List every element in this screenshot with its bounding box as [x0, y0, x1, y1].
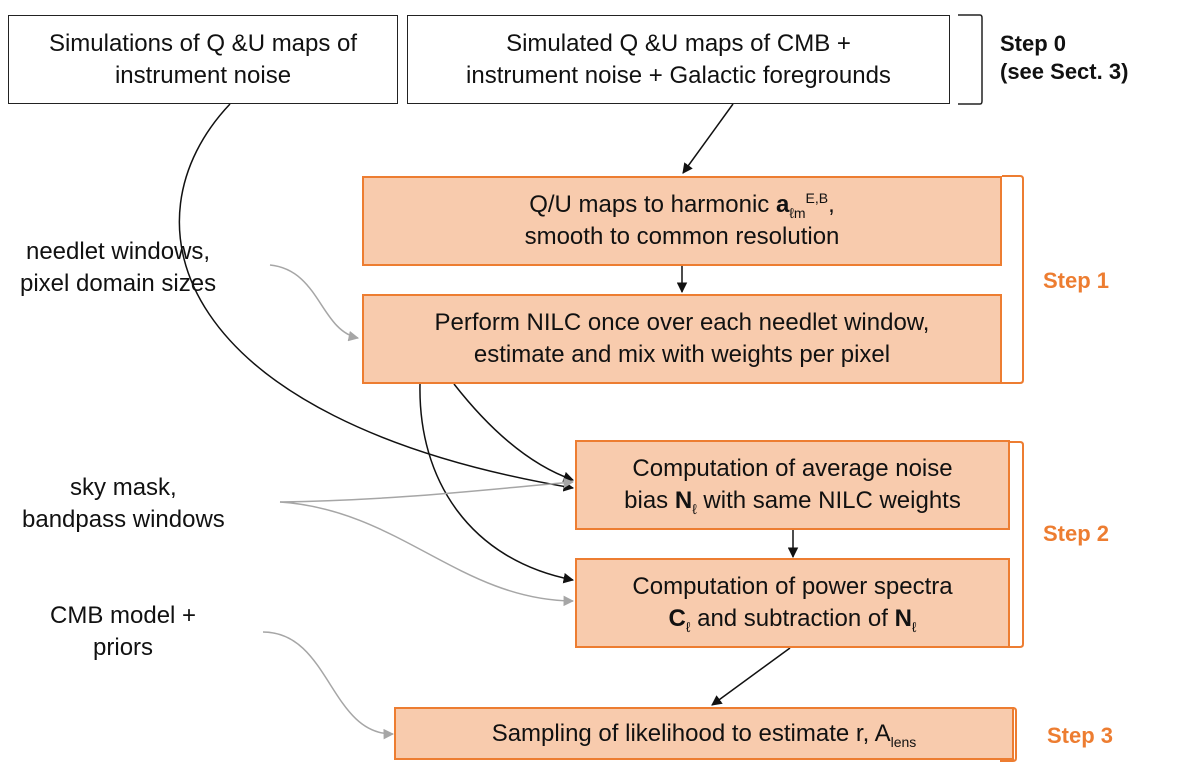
noise-sims-line1: Simulations of Q &U maps of	[48, 29, 358, 57]
step2-bracket	[1005, 441, 1024, 648]
alm-symbol: a	[775, 191, 790, 218]
nl-subscript: ℓ	[692, 500, 697, 517]
needlet-input-label: needlet windows, pixel domain sizes	[20, 236, 216, 300]
sky-sims-box: Simulated Q &U maps of CMB + instrument …	[407, 15, 950, 104]
arrow-model-to-likelihood	[262, 631, 395, 740]
harmonic-line1: Q/U maps to harmonic aℓmE,B,	[529, 189, 835, 221]
needlet-line1: needlet windows,	[25, 238, 211, 265]
step0-label: Step 0 (see Sect. 3)	[1000, 30, 1128, 86]
nl-symbol-2: N	[894, 605, 912, 632]
cl-symbol: C	[668, 605, 686, 632]
noise-bias-prefix: bias	[624, 487, 675, 514]
arrow-needlet-to-nilc	[269, 264, 360, 342]
noise-bias-box: Computation of average noise bias Nℓ wit…	[575, 440, 1010, 530]
alm-superscript: E,B	[805, 190, 829, 206]
noise-bias-line1: Computation of average noise	[632, 455, 953, 482]
power-spectra-line1: Computation of power spectra	[632, 573, 953, 600]
arrow-nilc-to-powerspectra	[419, 383, 575, 584]
noise-sims-line2: instrument noise	[114, 61, 292, 89]
nilc-box: Perform NILC once over each needlet wind…	[362, 294, 1002, 384]
harmonic-transform-box: Q/U maps to harmonic aℓmE,B, smooth to c…	[362, 176, 1002, 266]
step0-reference: (see Sect. 3)	[1000, 59, 1129, 84]
nilc-line1: Perform NILC once over each needlet wind…	[434, 309, 930, 336]
power-spectra-line2: Cℓ and subtraction of Nℓ	[669, 603, 917, 635]
arrow-nilc-to-noisebias	[453, 383, 574, 482]
nl-subscript-2: ℓ	[911, 618, 917, 635]
noise-bias-line2: bias Nℓ with same NILC weights	[624, 485, 961, 517]
power-spectra-middle: and subtraction of	[690, 605, 895, 632]
nl-symbol: N	[674, 487, 693, 514]
likelihood-text: Sampling of likelihood to estimate r, A	[491, 719, 891, 747]
needlet-line2: pixel domain sizes	[20, 270, 217, 297]
likelihood-box: Sampling of likelihood to estimate r, Al…	[394, 707, 1014, 760]
noise-bias-suffix: with same NILC weights	[696, 487, 961, 514]
arrow-powerspectra-to-likelihood	[711, 647, 791, 706]
arrow-noisesims-to-noisebias	[178, 103, 575, 492]
mask-line2: bandpass windows	[22, 506, 225, 533]
step3-label: Step 3	[1047, 723, 1114, 748]
step3-bracket	[1000, 707, 1017, 762]
model-line1: CMB model +	[50, 602, 197, 629]
arrow-skysims-to-harmonic	[682, 103, 734, 174]
arrow-mask-to-powerspectra	[279, 501, 575, 607]
nilc-line2: estimate and mix with weights per pixel	[473, 341, 891, 368]
model-input-label: CMB model + priors	[50, 600, 196, 664]
cl-subscript: ℓ	[685, 618, 691, 635]
noise-sims-box: Simulations of Q &U maps of instrument n…	[8, 15, 398, 104]
sky-sims-line2: instrument noise + Galactic foregrounds	[466, 61, 891, 89]
harmonic-text: Q/U maps to harmonic	[529, 191, 776, 218]
power-spectra-box: Computation of power spectra Cℓ and subt…	[575, 558, 1010, 648]
mask-input-label: sky mask, bandpass windows	[22, 472, 225, 536]
harmonic-comma: ,	[828, 191, 835, 218]
step0-title: Step 0	[1000, 31, 1067, 56]
step0-bracket	[958, 14, 983, 105]
step1-bracket	[1002, 175, 1024, 384]
harmonic-line2: smooth to common resolution	[524, 223, 840, 250]
model-line2: priors	[93, 634, 154, 661]
alens-subscript: lens	[890, 733, 917, 750]
mask-line1: sky mask,	[70, 474, 177, 501]
step1-label: Step 1	[1043, 268, 1110, 293]
step2-label: Step 2	[1043, 521, 1110, 546]
sky-sims-line1: Simulated Q &U maps of CMB +	[506, 29, 851, 57]
likelihood-line: Sampling of likelihood to estimate r, Al…	[492, 718, 917, 750]
arrow-mask-to-noisebias	[279, 477, 575, 503]
alm-subscript: ℓm	[789, 204, 806, 221]
